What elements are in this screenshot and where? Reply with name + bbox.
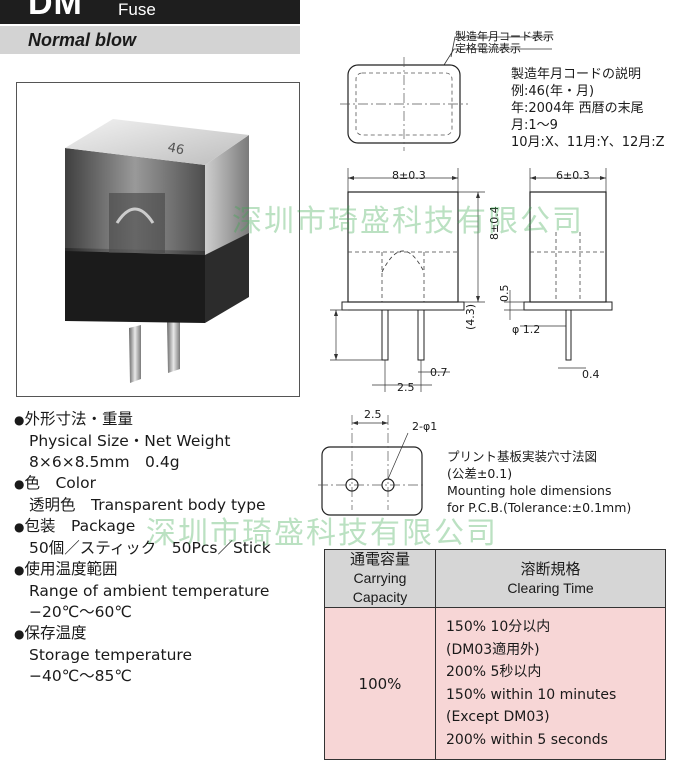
spec-color: ●色 Color 透明色 Transparent body type — [14, 473, 314, 516]
dim-pitch: 2.5 — [397, 381, 415, 394]
spec-label: 包装 Package — [24, 517, 136, 535]
bullet-icon: ● — [14, 413, 25, 427]
front-view-drawing — [330, 168, 485, 392]
spec-label: 使用温度範囲 — [24, 560, 118, 578]
product-photo: 46 — [16, 82, 300, 397]
header-jp: 通電容量 — [349, 550, 410, 568]
dim-lead-width-side: 0.4 — [582, 368, 600, 381]
bullet-icon: ● — [14, 477, 25, 491]
dim-hole-dia: 2-φ1 — [412, 420, 438, 433]
header-jp: 溶断規格 — [520, 559, 581, 578]
spec-value: 8×6×8.5mm 0.4g — [29, 453, 180, 471]
top-view-drawing — [340, 36, 552, 151]
callout-rating: 定格電流表示 — [455, 42, 521, 55]
clearing-values: 150% 10分以内 (DM03適用外) 200% 5秒以内 150% with… — [435, 607, 666, 760]
spec-value: 50個／スティック 50Pcs／Stick — [29, 539, 271, 557]
clearing-time-table: 通電容量 Carrying Capacity 溶断規格 Clearing Tim… — [324, 549, 666, 760]
dim-standoff: 0.5 — [498, 284, 511, 303]
clearing-line: 150% 10分以内 — [446, 619, 551, 635]
header-clearing-time: 溶断規格 Clearing Time — [435, 549, 666, 608]
capacity-value: 100% — [324, 607, 436, 760]
model-name: DM — [28, 0, 83, 22]
subtitle: Normal blow — [28, 30, 137, 50]
date-note-line: 10月:X、11月:Y、12月:Z — [511, 135, 665, 150]
header-carrying-capacity: 通電容量 Carrying Capacity — [324, 549, 436, 608]
spec-size: ●外形寸法・重量 Physical Size・Net Weight 8×6×8.… — [14, 409, 314, 473]
spec-label: 外形寸法・重量 — [24, 410, 133, 428]
dim-depth: 6±0.3 — [556, 169, 590, 182]
pcb-note-line: for P.C.B.(Tolerance:±0.1mm) — [447, 500, 632, 515]
dim-lead-dia: φ 1.2 — [512, 323, 541, 336]
pcb-note-line: Mounting hole dimensions — [447, 483, 612, 498]
dim-width: 8±0.3 — [392, 169, 426, 182]
date-code-note: 製造年月コードの説明 例:46(年・月) 年:2004年 西暦の末尾 月:1～9… — [511, 66, 665, 151]
spec-package: ●包装 Package 50個／スティック 50Pcs／Stick — [14, 516, 314, 559]
svg-text:46: 46 — [166, 140, 185, 158]
spec-label-en: Storage temperature — [29, 646, 192, 664]
spec-list: ●外形寸法・重量 Physical Size・Net Weight 8×6×8.… — [14, 409, 314, 687]
dim-lead-length: (4.3) — [464, 303, 477, 330]
pcb-hole-drawing — [318, 415, 426, 516]
header-en: Carrying Capacity — [352, 570, 408, 605]
bullet-icon: ● — [14, 520, 25, 534]
watermark: 深圳市琦盛科技有限公司 — [146, 516, 498, 551]
spec-storage-temp: ●保存温度 Storage temperature −40℃～85℃ — [14, 623, 314, 687]
header-bar — [0, 0, 300, 24]
pcb-note: プリント基板実装穴寸法図 (公差±0.1) Mounting hole dime… — [447, 448, 631, 516]
date-note-line: 年:2004年 西暦の末尾 — [511, 101, 644, 116]
clearing-line: (DM03適用外) — [446, 641, 540, 658]
bullet-icon: ● — [14, 563, 25, 577]
spec-value: 透明色 Transparent body type — [29, 496, 266, 514]
side-view-drawing — [504, 168, 613, 369]
clearing-line: (Except DM03) — [446, 709, 550, 725]
spec-label-en: Range of ambient temperature — [29, 582, 270, 600]
spec-value: −40℃～85℃ — [29, 667, 132, 685]
bullet-icon: ● — [14, 627, 25, 641]
dim-lead-width: 0.7 — [430, 366, 448, 379]
callout-date-code: 製造年月コード表示 — [455, 30, 554, 43]
date-note-line: 製造年月コードの説明 — [511, 67, 642, 82]
date-note-line: 例:46(年・月) — [511, 84, 595, 99]
header-en: Clearing Time — [507, 579, 594, 596]
clearing-line: 200% 5秒以内 — [446, 664, 542, 680]
clearing-line: 200% within 5 seconds — [446, 731, 608, 748]
pcb-note-line: プリント基板実装穴寸法図 — [447, 449, 598, 464]
fuse-illustration: 46 — [65, 119, 249, 383]
date-note-line: 月:1～9 — [511, 118, 558, 133]
spec-value: −20℃～60℃ — [29, 603, 132, 621]
pcb-note-line: (公差±0.1) — [447, 466, 513, 481]
watermark: 深圳市琦盛科技有限公司 — [232, 204, 584, 239]
spec-ambient-temp: ●使用温度範囲 Range of ambient temperature −20… — [14, 559, 314, 623]
spec-label-en: Physical Size・Net Weight — [29, 432, 231, 450]
spec-label: 保存温度 — [24, 624, 87, 642]
spec-label: 色 Color — [24, 474, 96, 492]
subtitle-bar — [0, 26, 300, 54]
clearing-line: 150% within 10 minutes — [446, 686, 617, 703]
dim-hole-pitch: 2.5 — [364, 408, 382, 421]
product-type: Fuse — [118, 0, 156, 19]
